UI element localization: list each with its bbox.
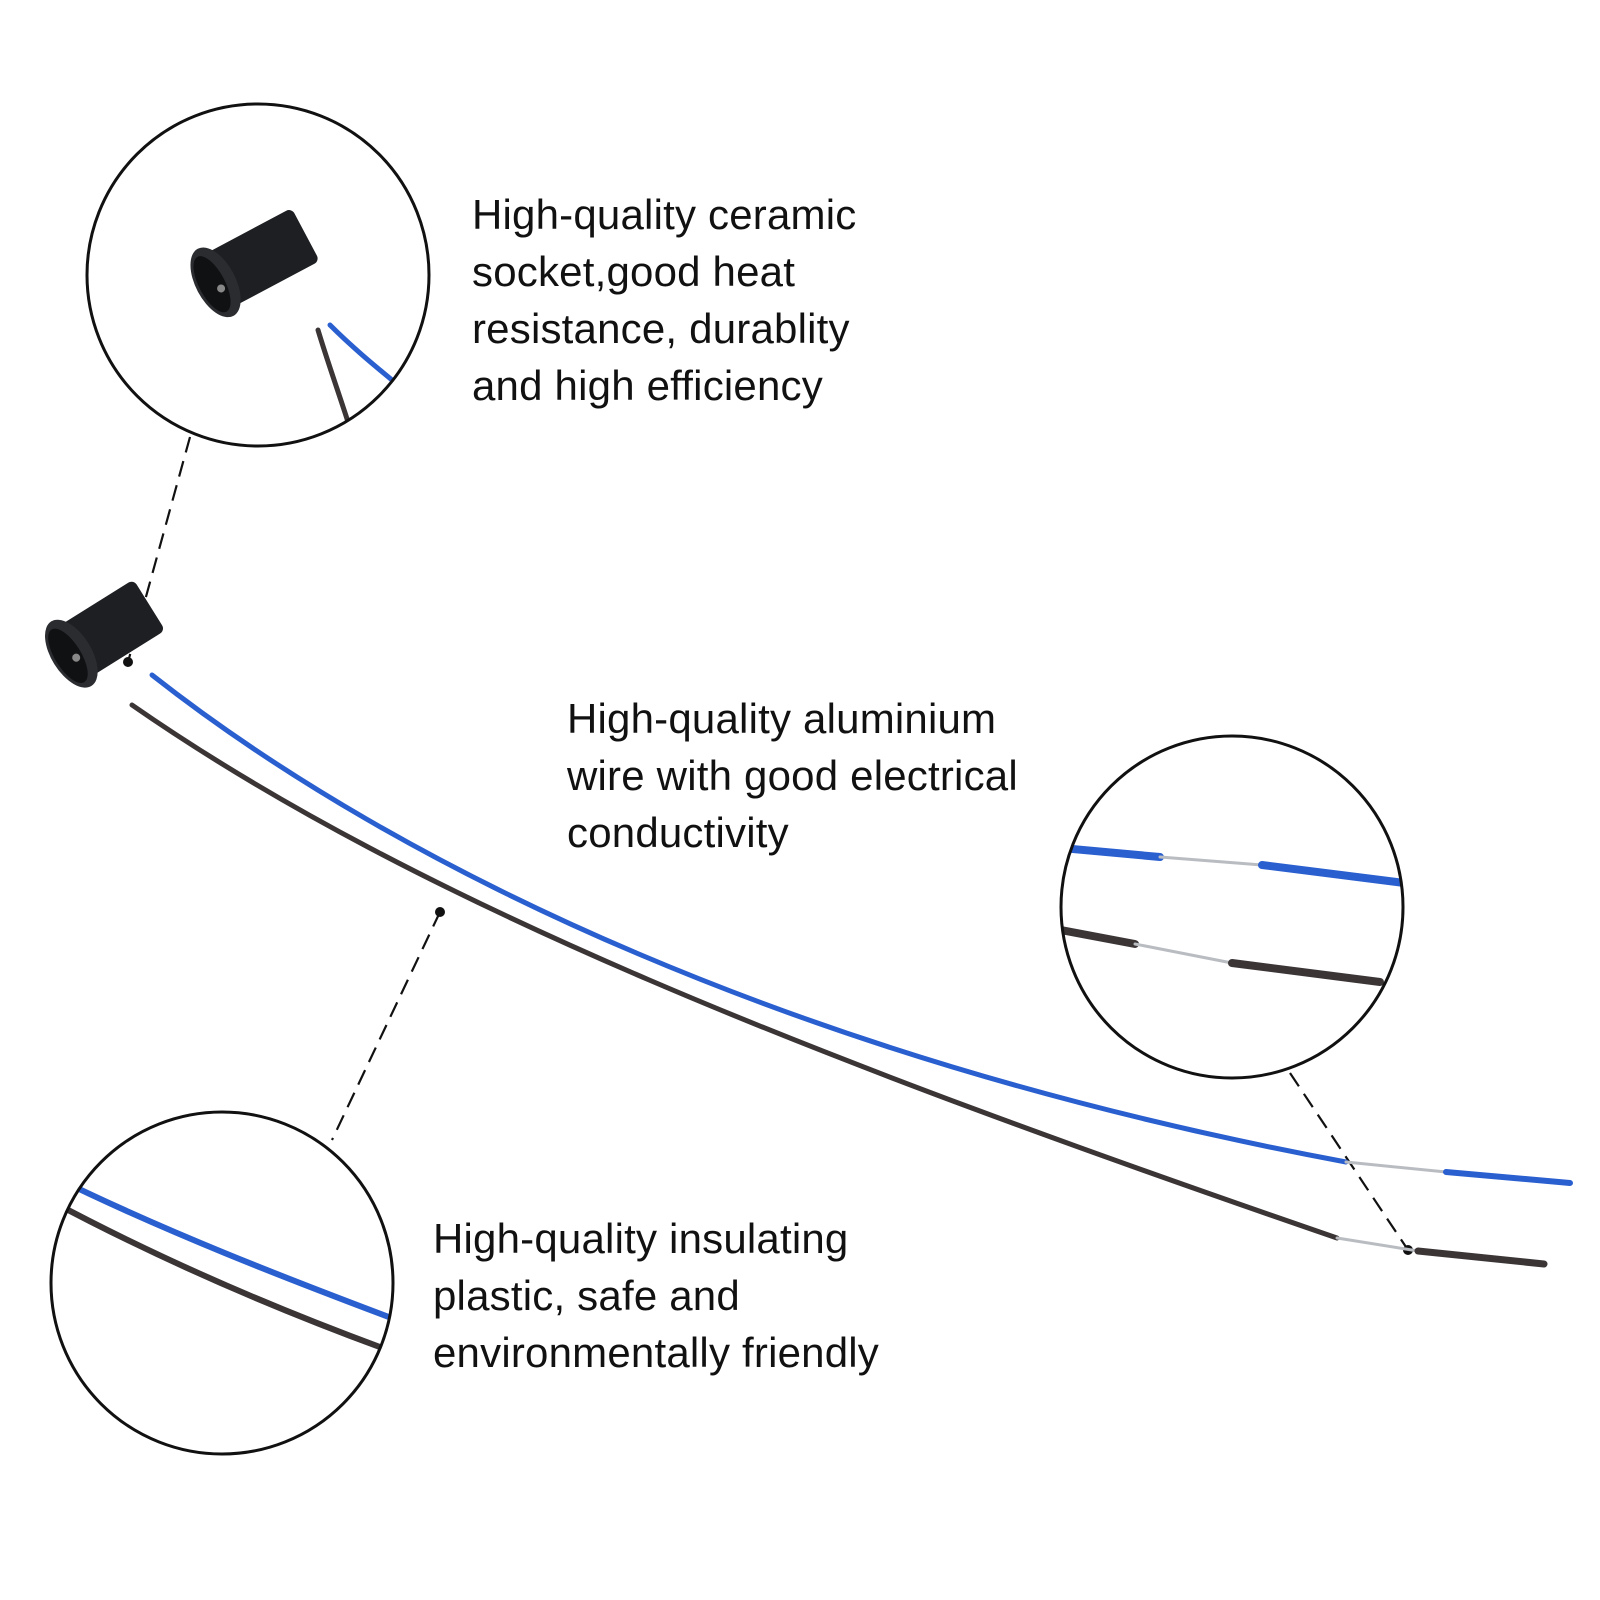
detail-circle-insulation bbox=[49, 1110, 395, 1456]
detail-circle-socket bbox=[85, 102, 431, 448]
socket-hole bbox=[72, 653, 81, 662]
caption-ceramic-socket: High-quality ceramic socket,good heat re… bbox=[472, 186, 856, 414]
ceramic-socket bbox=[45, 581, 163, 688]
dark-wire-bare-section bbox=[1335, 1236, 1420, 1253]
caption-insulating-line-1: High-quality insulating bbox=[433, 1215, 849, 1262]
leader-line-insulation bbox=[331, 911, 441, 1141]
detail-ends-dark-insulation-right bbox=[1228, 959, 1384, 986]
leader-dot-socket bbox=[123, 657, 133, 667]
caption-aluminium-line-2: wire with good electrical bbox=[567, 752, 1018, 799]
caption-aluminium-line-1: High-quality aluminium bbox=[567, 695, 997, 742]
blue-wire-bare-section bbox=[1344, 1160, 1448, 1174]
caption-ceramic-line-4: and high efficiency bbox=[472, 362, 823, 409]
socket-face bbox=[48, 628, 88, 683]
detail-circle-insulation-outline bbox=[49, 1110, 395, 1456]
blue-wire bbox=[149, 672, 1349, 1165]
detail-socket-hole bbox=[217, 284, 226, 293]
caption-insulating-line-3: environmentally friendly bbox=[433, 1329, 880, 1376]
detail-ends-blue-bare bbox=[1158, 855, 1264, 867]
detail-circle-wire-ends-outline bbox=[1059, 734, 1405, 1080]
caption-aluminium-line-3: conductivity bbox=[567, 809, 789, 856]
caption-ceramic-line-2: socket,good heat bbox=[472, 248, 796, 295]
caption-insulating-plastic: High-quality insulating plastic, safe an… bbox=[433, 1210, 879, 1381]
dark-wire bbox=[129, 702, 1340, 1241]
detail-socket-face bbox=[193, 256, 231, 313]
dark-wire-tip bbox=[1414, 1247, 1548, 1268]
caption-insulating-line-2: plastic, safe and bbox=[433, 1272, 740, 1319]
caption-aluminium-wire: High-quality aluminium wire with good el… bbox=[567, 690, 1018, 861]
leader-line-socket bbox=[126, 436, 192, 663]
detail-socket bbox=[190, 210, 318, 318]
blue-wire-tip bbox=[1443, 1169, 1573, 1186]
detail-ends-dark-insulation-left bbox=[1061, 924, 1139, 948]
detail-circle-socket-outline bbox=[85, 102, 431, 448]
detail-insul-blue-wire bbox=[51, 1167, 393, 1328]
detail-circle-wire-ends bbox=[1059, 734, 1405, 1080]
main-wire-assembly bbox=[129, 672, 1573, 1268]
caption-ceramic-line-3: resistance, durablity bbox=[472, 305, 850, 352]
detail-ends-blue-insulation-right bbox=[1258, 861, 1403, 889]
detail-insul-dark-wire bbox=[51, 1192, 393, 1361]
leader-dot-insulation bbox=[435, 907, 445, 917]
detail-ends-dark-bare bbox=[1133, 942, 1234, 965]
caption-ceramic-line-1: High-quality ceramic bbox=[472, 191, 857, 238]
detail-ends-blue-insulation-left bbox=[1061, 843, 1164, 861]
detail-blue-wire bbox=[327, 322, 401, 388]
